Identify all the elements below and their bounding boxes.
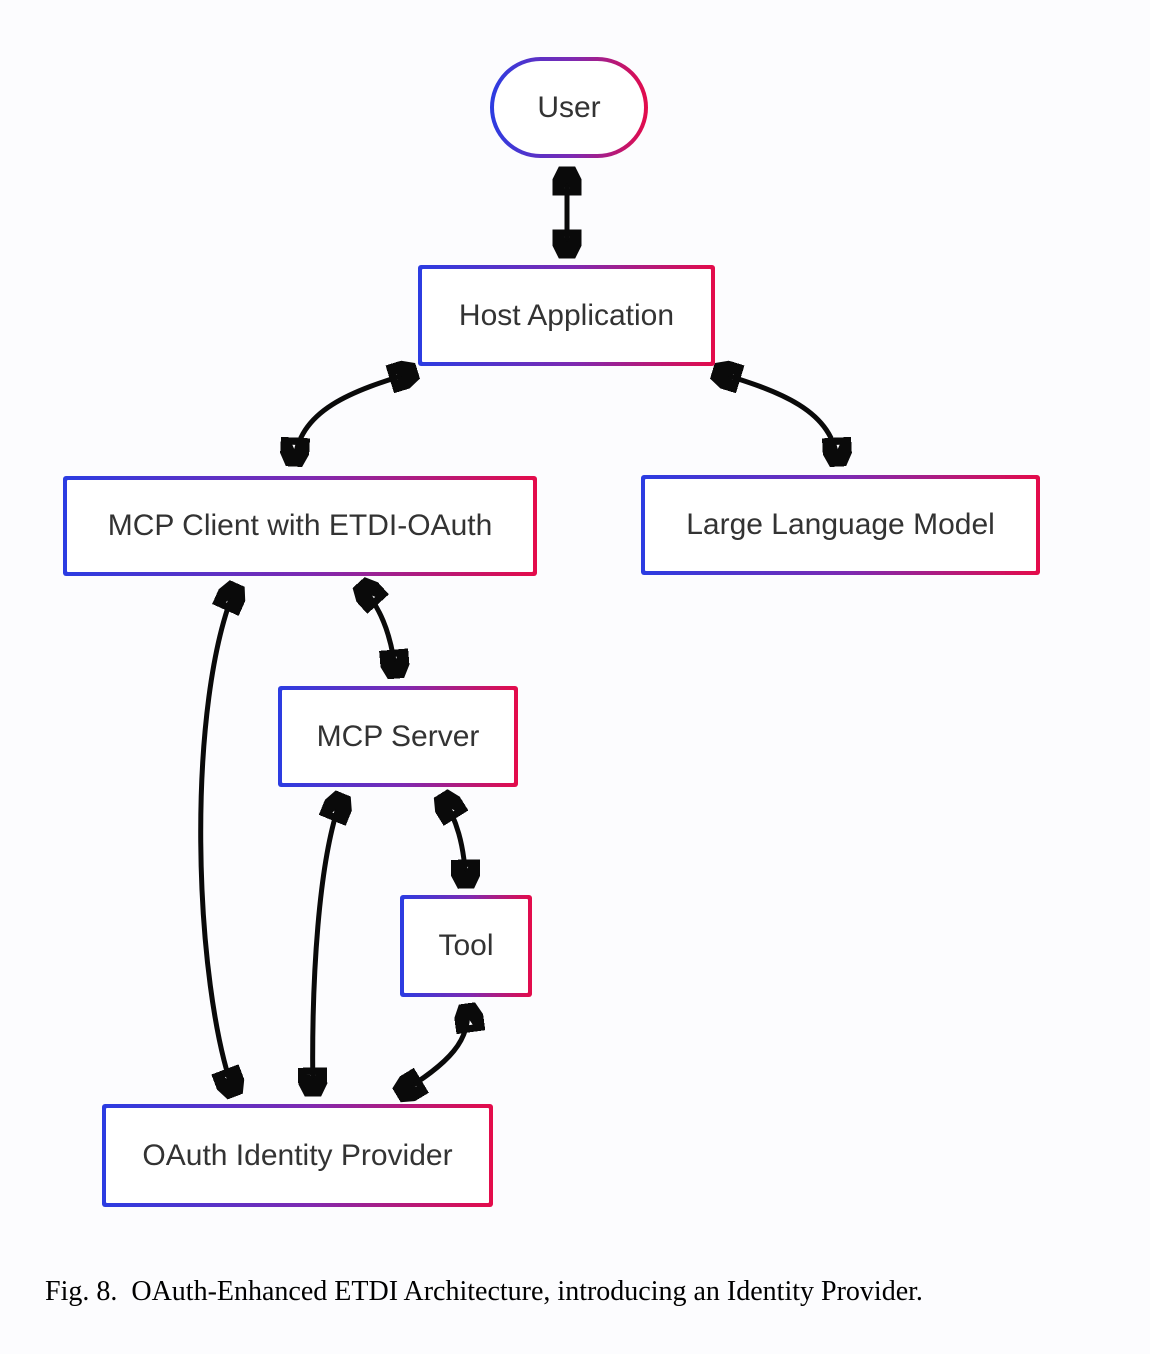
node-mcp-client: MCP Client with ETDI-OAuth [63, 476, 537, 576]
edge-client-server [359, 583, 396, 678]
node-mcp-server-label: MCP Server [316, 719, 480, 753]
node-host-application: Host Application [418, 265, 715, 366]
node-tool: Tool [400, 895, 532, 997]
node-user-label: User [537, 90, 601, 124]
edge-server-idp [313, 794, 343, 1096]
node-large-language-model-label: Large Language Model [686, 508, 995, 541]
node-tool-label: Tool [438, 929, 494, 962]
edge-server-tool [441, 794, 466, 888]
caption-text: OAuth-Enhanced ETDI Architecture, introd… [131, 1276, 923, 1307]
edge-client-idp [198, 584, 237, 1096]
node-host-application-label: Host Application [458, 298, 675, 332]
caption-fig-label: Fig. 8. [45, 1276, 118, 1307]
node-mcp-server: MCP Server [278, 686, 518, 787]
node-oauth-identity-provider-label: OAuth Identity Provider [142, 1138, 453, 1172]
edge-host-llm [713, 371, 838, 466]
figure-caption: Fig. 8. OAuth-Enhanced ETDI Architecture,… [45, 1276, 1105, 1308]
node-large-language-model: Large Language Model [641, 475, 1040, 575]
edge-tool-idp [397, 1004, 468, 1095]
node-oauth-identity-provider: OAuth Identity Provider [102, 1104, 493, 1207]
node-user: User [490, 57, 648, 158]
node-mcp-client-label: MCP Client with ETDI-OAuth [107, 509, 493, 542]
edge-host-client [294, 371, 417, 466]
